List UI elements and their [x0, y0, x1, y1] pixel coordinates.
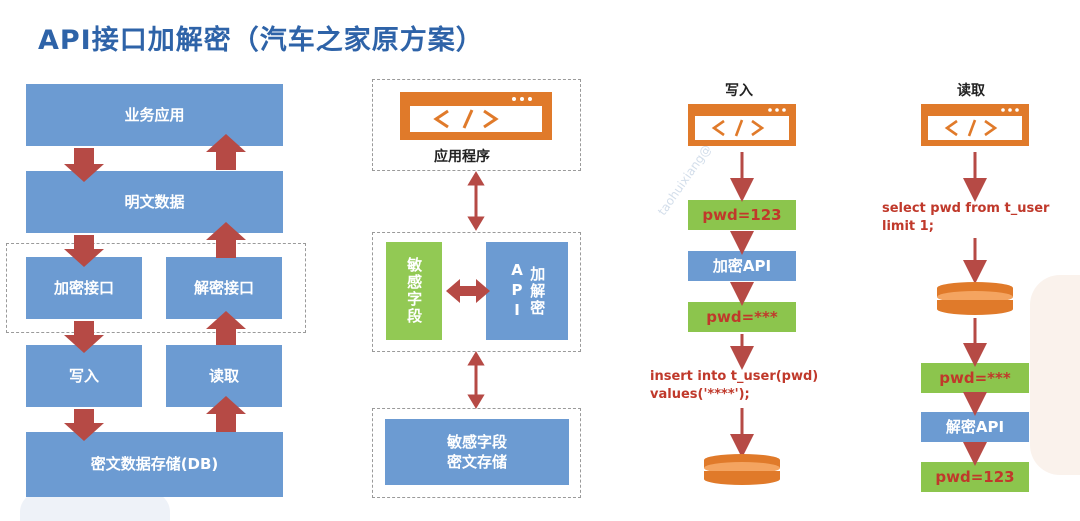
arrow-icon — [446, 279, 490, 303]
decrypt-interface-box: 解密接口 — [166, 257, 282, 319]
insert-sql-line2: values('****'); — [650, 387, 750, 402]
code-window-icon — [400, 92, 552, 140]
arrow-icon — [206, 311, 246, 345]
storage-dashed-group — [372, 408, 581, 498]
arrow-icon — [64, 148, 104, 182]
read-plain-box: pwd=123 — [921, 462, 1029, 492]
read-heading: 读取 — [957, 83, 985, 99]
arrow-icon — [206, 222, 246, 258]
read-cipher-box: pwd=*** — [921, 363, 1029, 393]
encrypt-api-box: 加密API — [688, 251, 796, 281]
encrypt-interface-box: 加密接口 — [26, 257, 142, 319]
api-dashed-group — [372, 232, 581, 352]
app-label: 应用程序 — [434, 149, 490, 165]
arrow-icon — [64, 235, 104, 267]
arrow-icon — [206, 134, 246, 170]
sensitive-storage-box: 敏感字段 密文存储 — [385, 419, 569, 485]
sensitive-field-label: 敏感字段 — [405, 257, 424, 325]
crypto-api-box: 加解密API — [486, 242, 568, 340]
plaintext-box: 明文数据 — [26, 171, 283, 233]
database-icon — [937, 282, 1013, 315]
business-app-box: 业务应用 — [26, 84, 283, 146]
select-sql-line2: limit 1; — [882, 219, 934, 234]
interface-dashed-group — [6, 243, 306, 333]
page-title: API接口加解密（汽车之家原方案） — [38, 25, 484, 56]
insert-sql-line1: insert into t_user(pwd) — [650, 369, 819, 384]
sensitive-storage-line1: 敏感字段 — [446, 432, 507, 451]
cipher-storage-box: 密文数据存储(DB) — [26, 432, 283, 497]
decor-shape-right — [1030, 275, 1080, 475]
write-plain-box: pwd=123 — [688, 200, 796, 230]
crypto-api-label: 加解密API — [508, 261, 547, 321]
select-sql-line1: select pwd from t_user — [882, 201, 1050, 216]
arrow-icon — [64, 409, 104, 441]
write-box: 写入 — [26, 345, 142, 407]
app-dashed-group — [372, 79, 581, 171]
decrypt-api-box: 解密API — [921, 412, 1029, 442]
sensitive-field-box: 敏感字段 — [386, 242, 442, 340]
arrow-icon — [64, 321, 104, 353]
database-icon — [704, 454, 780, 485]
code-window-icon — [921, 104, 1029, 146]
arrow-icon — [206, 396, 246, 432]
write-cipher-box: pwd=*** — [688, 302, 796, 332]
read-box: 读取 — [166, 345, 282, 407]
write-heading: 写入 — [725, 83, 753, 99]
sensitive-storage-line2: 密文存储 — [446, 453, 507, 471]
code-window-icon — [688, 104, 796, 146]
